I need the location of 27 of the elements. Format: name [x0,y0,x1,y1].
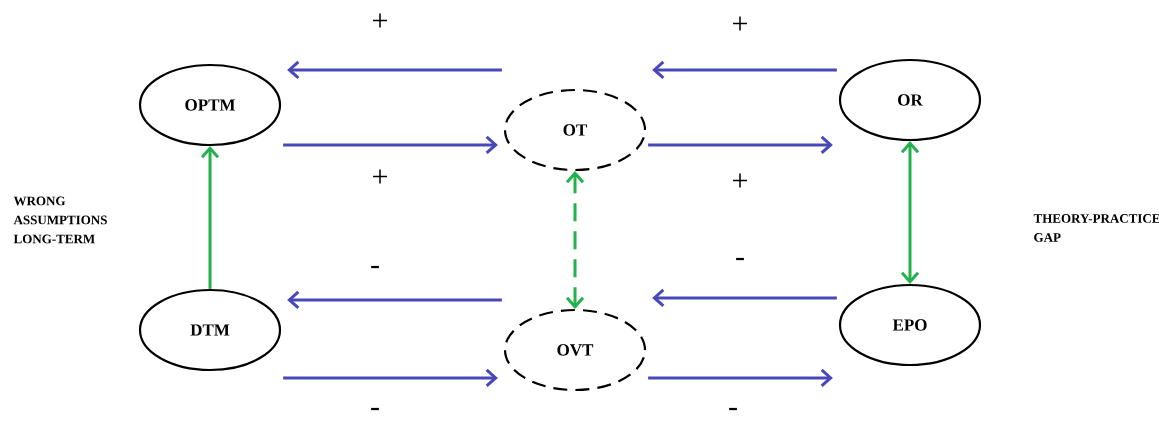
edge-label: + [733,173,747,188]
edge-label: - [371,265,379,269]
arrow [900,141,920,284]
ellipse-node: EPO [838,283,982,367]
ellipse-node: OT [503,88,647,172]
arrow [287,290,502,310]
edge-label: - [736,257,744,261]
ellipse-node: OPTM [138,63,282,147]
arrow [648,135,833,155]
arrow [200,146,220,289]
edge-label: - [371,407,379,411]
arrow [287,60,502,80]
edge-label: + [373,13,387,28]
edge-label: + [733,16,747,31]
arrow [652,60,837,80]
ellipse-node: OR [838,58,982,142]
ellipse-node: DTM [138,288,282,372]
edge-label: + [373,169,387,184]
arrow [283,135,498,155]
arrow [565,171,585,309]
arrow [283,368,498,388]
side-note: WRONG ASSUMPTIONS LONG-TERM [13,196,107,244]
ellipse-node: OVT [503,308,647,392]
side-note: THEORY-PRACTICE GAP [1033,214,1159,242]
edge-label: - [729,407,737,411]
arrow [648,368,833,388]
arrow [652,288,837,308]
